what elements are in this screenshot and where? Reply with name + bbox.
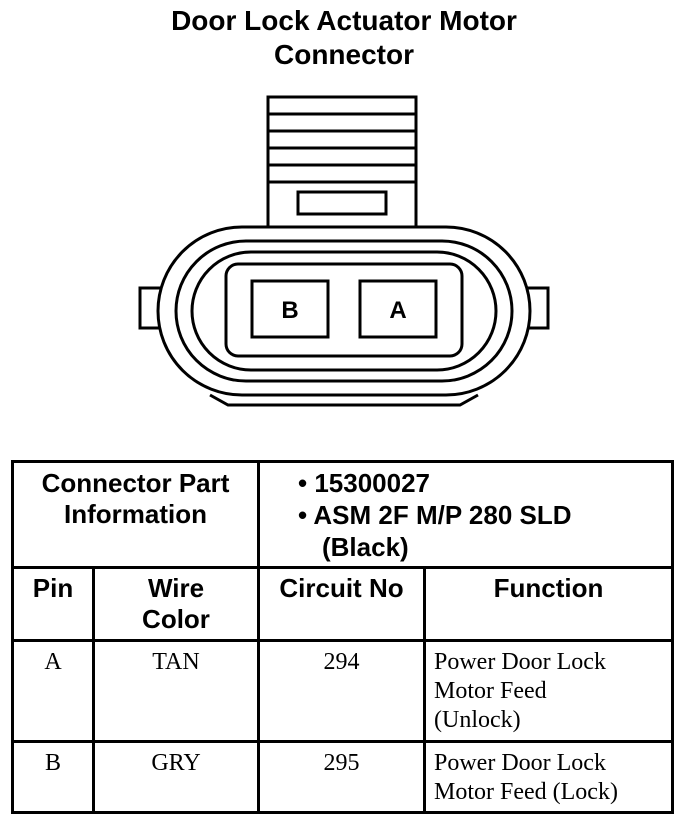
- pin-cell: A: [11, 639, 95, 743]
- locking-tab: [266, 95, 418, 239]
- part-info-label: Connector Part Information: [11, 460, 260, 569]
- function-cell: Power Door Lock Motor Feed (Lock): [423, 740, 674, 814]
- header-pin: Pin: [11, 566, 95, 642]
- part-info-label-line-1: Connector Part: [41, 468, 230, 498]
- part-description: • ASM 2F M/P 280 SLD: [298, 500, 572, 530]
- part-info-values: • 15300027 • ASM 2F M/P 280 SLD (Black): [257, 460, 674, 569]
- part-info-row: Connector Part Information • 15300027 • …: [11, 460, 674, 569]
- column-header-row: Pin Wire Color Circuit No Function: [11, 566, 674, 642]
- part-number: • 15300027: [298, 468, 431, 498]
- header-function: Function: [423, 566, 674, 642]
- terminal-well: [224, 262, 464, 358]
- connector-drawing: B A: [138, 95, 550, 407]
- part-color: (Black): [322, 532, 409, 562]
- housing-face: [190, 250, 498, 372]
- title-line-2: Connector: [274, 39, 414, 70]
- header-wire-color: Wire Color: [92, 566, 260, 642]
- connector-info-table: Connector Part Information • 15300027 • …: [11, 460, 674, 814]
- part-info-label-line-2: Information: [64, 499, 207, 529]
- tab-latch: [296, 190, 388, 216]
- connector-housing: [156, 225, 532, 397]
- table-row: B GRY 295 Power Door Lock Motor Feed (Lo…: [11, 740, 674, 814]
- base-plate: [209, 393, 479, 407]
- wire-color-cell: GRY: [92, 740, 260, 814]
- diagram-title: Door Lock Actuator Motor Connector: [0, 4, 688, 72]
- housing-inner-rim: [174, 239, 514, 383]
- circuit-cell: 294: [257, 639, 426, 743]
- cavity-b-box: [250, 279, 330, 339]
- cavity-a-label: A: [389, 297, 406, 324]
- pin-cell: B: [11, 740, 95, 814]
- circuit-cell: 295: [257, 740, 426, 814]
- table-row: A TAN 294 Power Door Lock Motor Feed (Un…: [11, 639, 674, 743]
- cavity-a-box: [358, 279, 438, 339]
- cavity-b-label: B: [281, 297, 298, 324]
- wire-color-cell: TAN: [92, 639, 260, 743]
- header-circuit-no: Circuit No: [257, 566, 426, 642]
- function-cell: Power Door Lock Motor Feed (Unlock): [423, 639, 674, 743]
- title-line-1: Door Lock Actuator Motor: [171, 5, 517, 36]
